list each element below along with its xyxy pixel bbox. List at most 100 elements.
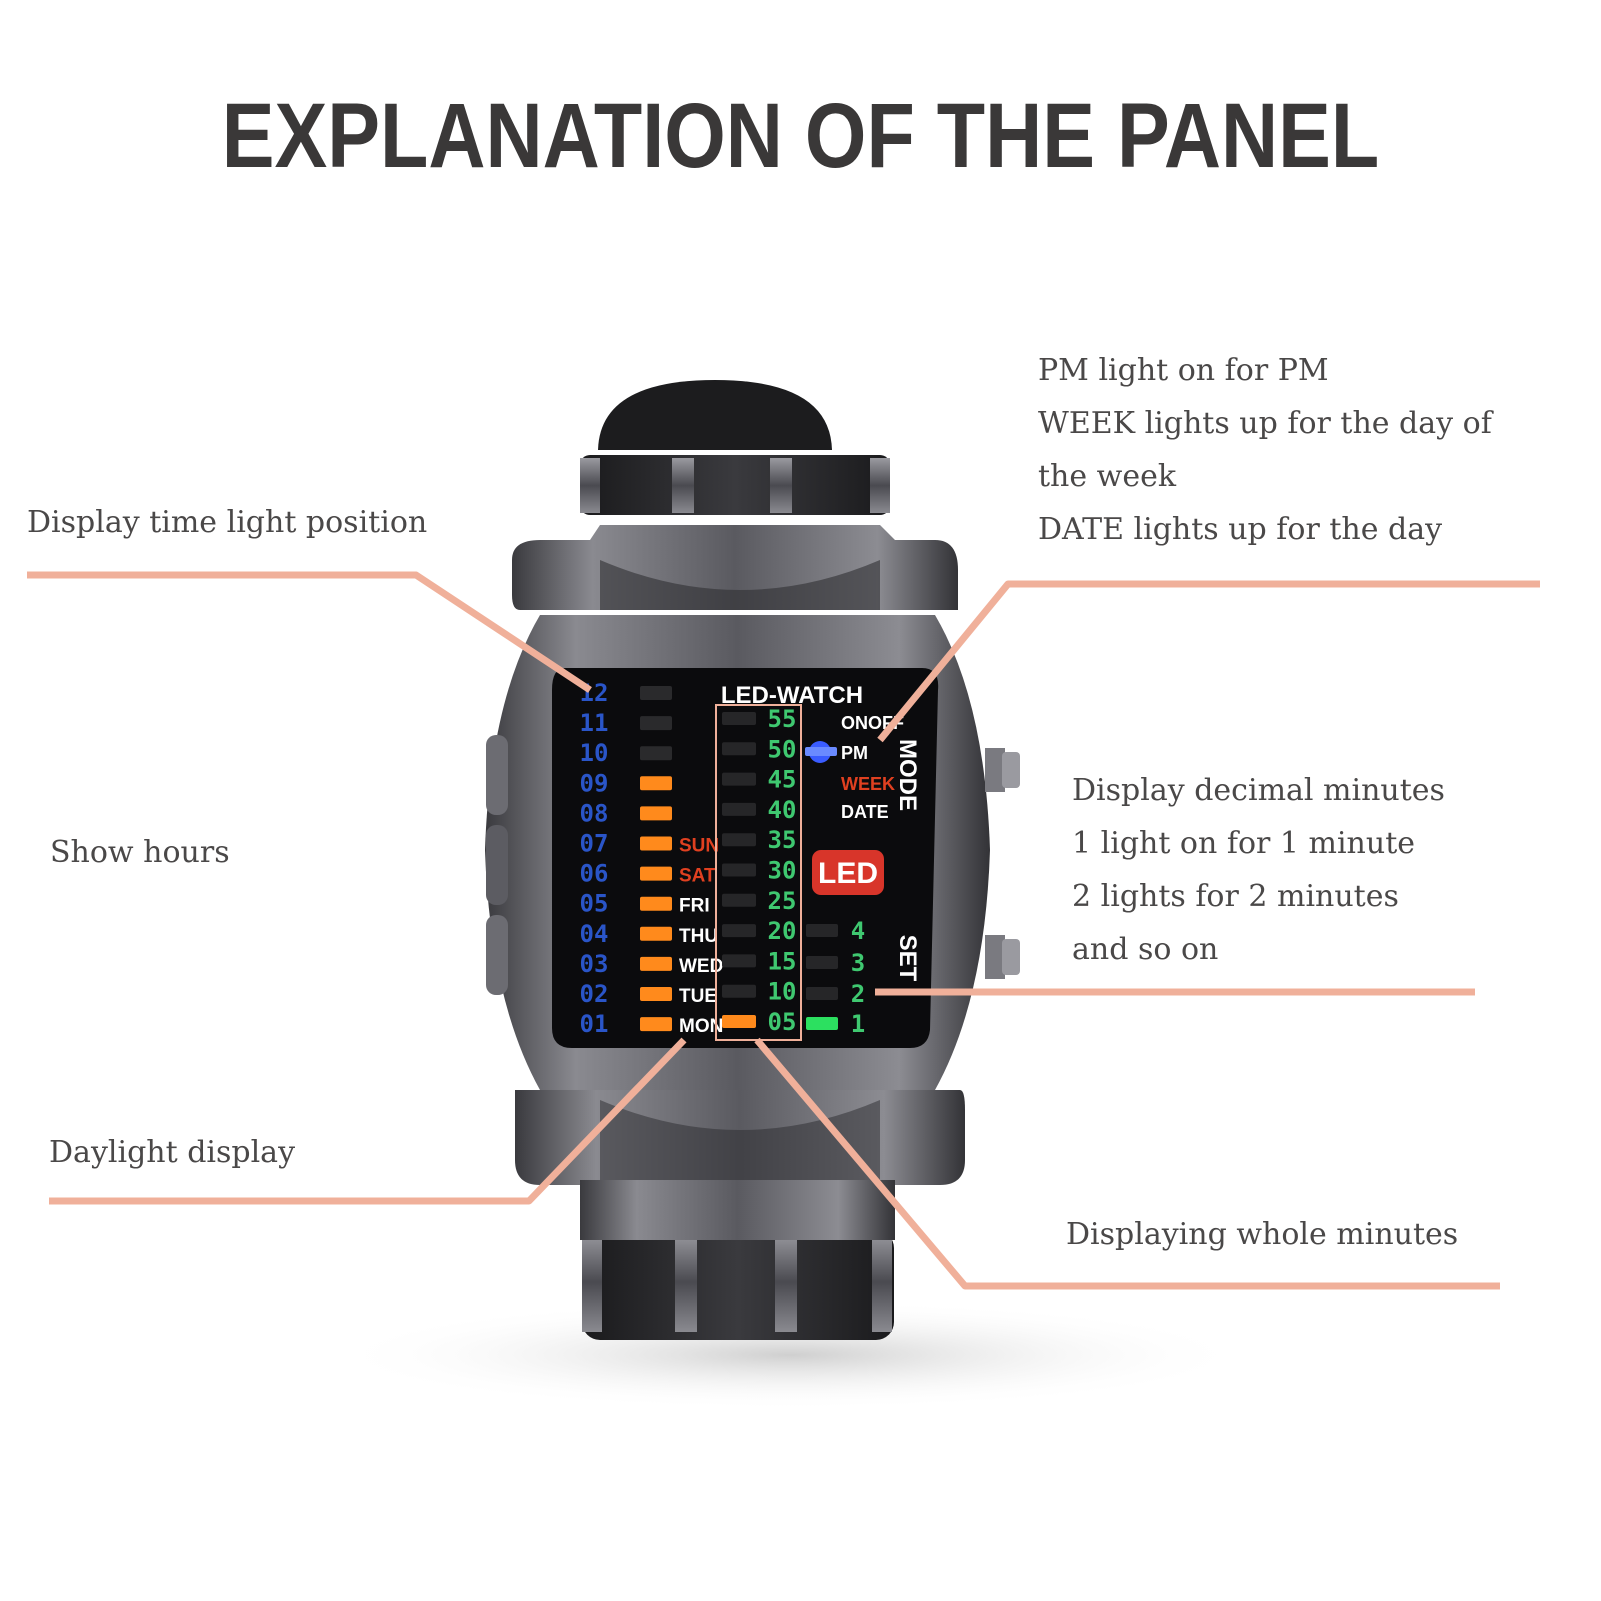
hour-led-on	[640, 836, 672, 851]
strap-top-band	[580, 455, 890, 515]
mode-button-label: MODE	[894, 739, 921, 811]
side-pads-left	[486, 735, 508, 995]
callout-daylight: Daylight display	[49, 1126, 295, 1179]
hour-digit: 02	[580, 980, 609, 1008]
set-button-label: SET	[894, 935, 921, 982]
day-label: SAT	[679, 866, 716, 887]
single-minute-led-column	[806, 924, 838, 1030]
callout-line-whole-minutes	[754, 1037, 1500, 1290]
led-badge	[812, 850, 884, 895]
callout-mode: PM light on for PM WEEK lights up for th…	[1038, 344, 1492, 556]
minute-led-off	[722, 833, 756, 847]
minute-led-off	[722, 924, 756, 938]
day-label: MON	[679, 1016, 723, 1037]
hour-led-on	[640, 806, 672, 821]
page-title: EXPLANATION OF THE PANEL	[221, 85, 1380, 187]
hour-led-off	[640, 686, 672, 700]
single-minute-digit: 2	[851, 980, 865, 1008]
callout-text: Daylight display	[49, 1135, 296, 1170]
strap-top-links	[580, 458, 890, 513]
hour-digit: 10	[580, 739, 609, 767]
set-side-button[interactable]	[985, 935, 1020, 979]
callout-text: Show hours	[50, 835, 230, 870]
led-screen	[552, 668, 939, 1048]
single-led-off	[806, 924, 838, 937]
callout-text: Display time light position	[27, 505, 428, 540]
day-label-column: SUN SAT FRI THU WED TUE MON	[679, 836, 723, 1038]
mode-label: DATE	[841, 802, 889, 822]
minute-led-off	[722, 802, 756, 816]
hour-led-column	[640, 686, 672, 1032]
minute-digit: 05	[768, 1008, 797, 1036]
callout-text: and so on	[1072, 932, 1219, 967]
callout-text: PM light on for PM	[1038, 353, 1329, 388]
callout-hours: Show hours	[50, 826, 230, 879]
hour-digit: 04	[580, 920, 609, 948]
day-label: WED	[679, 956, 723, 977]
hour-led-on	[640, 1017, 672, 1032]
minute-led-off	[722, 772, 756, 786]
mode-label: WEEK	[841, 774, 895, 794]
callout-decimal-minutes: Display decimal minutes 1 light on for 1…	[1072, 764, 1445, 976]
hour-digit: 01	[580, 1010, 609, 1038]
hour-led-on	[640, 926, 672, 941]
callout-time-position: Display time light position	[27, 496, 427, 549]
minute-digit: 35	[768, 826, 797, 854]
single-minute-digit: 3	[851, 949, 865, 977]
callout-text: the week	[1038, 459, 1177, 494]
callout-text: WEEK lights up for the day of	[1038, 406, 1492, 441]
minute-digit: 15	[768, 947, 797, 975]
strap-bottom-links	[582, 1232, 892, 1332]
callout-text: Displaying whole minutes	[1066, 1217, 1459, 1252]
minute-digit: 55	[768, 705, 797, 733]
callout-line-mode	[877, 580, 1540, 743]
day-label: THU	[679, 926, 718, 947]
hour-led-on	[640, 956, 672, 971]
hour-led-on	[640, 776, 672, 791]
minute-digit: 20	[768, 917, 797, 945]
hour-led-on	[640, 896, 672, 911]
pm-led-bar	[805, 747, 837, 756]
watch-shadow	[330, 1300, 1250, 1410]
callout-text: Display decimal minutes	[1072, 773, 1445, 808]
callout-lines	[27, 571, 1540, 1290]
mode-label: PM	[841, 743, 868, 763]
strap-top	[598, 380, 832, 450]
single-minute-digit-column: 4 3 21	[851, 917, 865, 1038]
minute-led-off	[722, 712, 756, 725]
hour-led-off	[640, 716, 672, 731]
callout-text: DATE lights up for the day	[1038, 512, 1443, 547]
hour-digit: 05	[580, 890, 609, 918]
callout-text: 2 lights for 2 minutes	[1072, 879, 1399, 914]
led-badge-text: LED	[818, 857, 878, 890]
single-led-off	[806, 956, 838, 969]
single-minute-digit: 1	[851, 1010, 865, 1038]
callout-whole-minutes: Displaying whole minutes	[1066, 1208, 1458, 1261]
minute-digit: 50	[768, 735, 797, 763]
hour-digit: 09	[580, 769, 609, 797]
day-label: TUE	[679, 986, 717, 1007]
hour-digit: 08	[580, 799, 609, 827]
mode-side-button[interactable]	[985, 748, 1020, 792]
minute-digit: 25	[768, 887, 797, 915]
day-label: SUN	[679, 836, 719, 857]
hour-digit: 11	[580, 709, 609, 737]
minute-led-off	[722, 984, 756, 998]
single-minute-digit: 4	[851, 917, 865, 945]
minute-digit: 30	[768, 857, 797, 885]
strap-bottom	[582, 1230, 894, 1340]
single-led-on	[806, 1017, 838, 1030]
callout-text: 1 light on for 1 minute	[1072, 826, 1416, 861]
tens-minute-led-column	[722, 712, 756, 1028]
minute-led-off	[722, 742, 756, 756]
minute-led-off	[722, 893, 756, 907]
hour-led-off	[640, 746, 672, 761]
hour-led-on	[640, 866, 672, 881]
minute-digit: 45	[768, 766, 797, 794]
hour-digit: 06	[580, 860, 609, 888]
day-label: FRI	[679, 896, 710, 917]
minute-led-on	[722, 1015, 756, 1028]
